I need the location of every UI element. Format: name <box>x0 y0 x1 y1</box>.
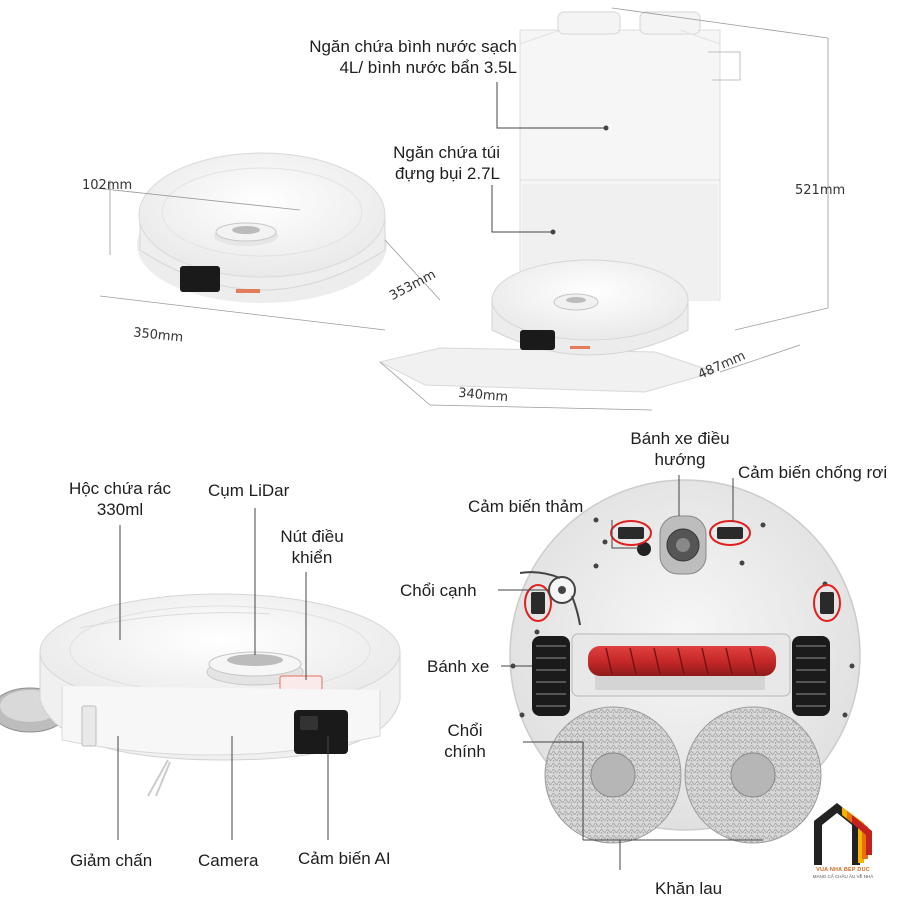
ai-sensor-label: Cảm biến AI <box>298 849 391 868</box>
side-brush-label: Chổi cạnh <box>400 581 477 600</box>
docking-station <box>378 11 741 393</box>
lidar-label: Cụm LiDar <box>208 481 290 500</box>
robot-perspective <box>0 593 401 797</box>
carpet-sensor-label: Cảm biến thảm <box>468 497 584 516</box>
steering-wheel-label: Bánh xe điều hướng <box>630 429 730 470</box>
top-robot <box>137 152 387 303</box>
bumper-label: Giảm chấn <box>70 851 153 870</box>
dustbin-label: Hộc chứa rác 330ml <box>68 479 172 520</box>
logo-name: VUA NHA BEP DUC <box>816 867 870 873</box>
camera-label: Camera <box>198 851 259 870</box>
station-dimension-lines <box>379 7 829 411</box>
front-window <box>180 266 220 292</box>
cliff-sensor-label: Cảm biến chống rơi <box>738 463 888 482</box>
bottom-leader-lines <box>498 475 763 870</box>
main-brush-label: Chổi chính <box>444 721 486 762</box>
wheel-label: Bánh xe <box>427 657 490 676</box>
top-leader-lines <box>491 82 609 235</box>
dust-bag-label: Ngăn chứa túi đựng bụi 2.7L <box>393 143 500 184</box>
mop-label: Khăn lau <box>655 879 723 898</box>
side-brush <box>519 571 581 626</box>
robot-height-dim: 102mm <box>82 178 133 193</box>
left-leader-lines <box>117 508 329 840</box>
robot-dimension-lines <box>94 180 441 331</box>
clean-tank-label: Ngăn chứa bình nước sạch 4L/ bình nước b… <box>309 37 517 78</box>
logo-mark <box>814 803 872 865</box>
station-height-dim: 521mm <box>795 183 846 198</box>
robot-bottom-view <box>509 479 861 844</box>
control-button-label: Nút điều khiển <box>280 527 344 568</box>
logo-tagline: MANG CẢ CHÂU ÂU VỀ NHÀ <box>812 874 874 879</box>
